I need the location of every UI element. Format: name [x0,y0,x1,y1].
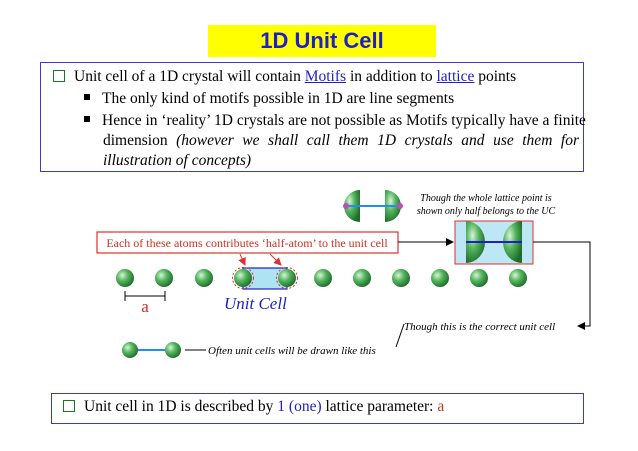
correct-cell-note: Though this is the correct unit cell [404,321,555,333]
bullet-reality-line3: illustration of concepts) [103,152,252,169]
lattice-atom [470,269,488,287]
lattice-atom [278,269,296,287]
checkbox-bullet-icon [53,70,65,82]
lattice-atom [116,269,134,287]
half-note-line1: Though the whole lattice point is [420,193,551,204]
param-label: a [141,297,149,316]
square-bullet-icon [84,94,90,100]
motifs-link[interactable]: Motifs [304,68,347,85]
square-bullet-icon [84,116,90,122]
often-note: Often unit cells will be drawn like this [208,345,376,357]
simplified-cell-atom [122,342,138,358]
bullet-reality-line2: dimension (however we shall call them 1D… [103,132,579,149]
lattice-point-dot [343,203,349,209]
lattice-atom [392,269,410,287]
bullet-line-segments: The only kind of motifs possible in 1D a… [84,89,454,109]
checkbox-bullet-icon [63,400,75,412]
lattice-atom [509,269,527,287]
line-unit-cell-motifs: Unit cell of a 1D crystal will contain M… [53,67,516,87]
lattice-link[interactable]: lattice [436,68,475,85]
half-atom-arrow-right [269,253,282,266]
half-atom-label: Each of these atoms contributes ‘half-at… [106,236,388,250]
lattice-atom [195,269,213,287]
bullet-reality: Hence in ‘reality’ 1D crystals are not p… [84,111,586,131]
lattice-atom [155,269,173,287]
half-atom-motif-top [343,190,403,222]
lattice-atom-row [116,269,527,287]
motif-info-box [40,62,584,172]
half-atom-arrow-left [238,253,246,266]
slide-title: 1D Unit Cell [208,25,436,57]
lattice-parameter-line: Unit cell in 1D is described by 1 (one) … [63,397,444,417]
lattice-atom [234,269,252,287]
note-slash [395,323,405,348]
half-note-line2: shown only half belongs to the UC [417,206,556,217]
correct-cell-arrow [577,241,591,330]
lattice-atom [431,269,449,287]
unit-cell-label: Unit Cell [224,294,287,313]
correct-unit-cell-zoom [454,220,534,265]
lattice-parameter-box [51,393,584,424]
half-atom-dashed-outline [276,267,298,289]
lattice-atom [314,269,332,287]
lattice-atom [353,269,371,287]
half-atom-dashed-outline [232,267,254,289]
simplified-cell-atom [165,342,181,358]
lattice-point-dot [397,203,403,209]
